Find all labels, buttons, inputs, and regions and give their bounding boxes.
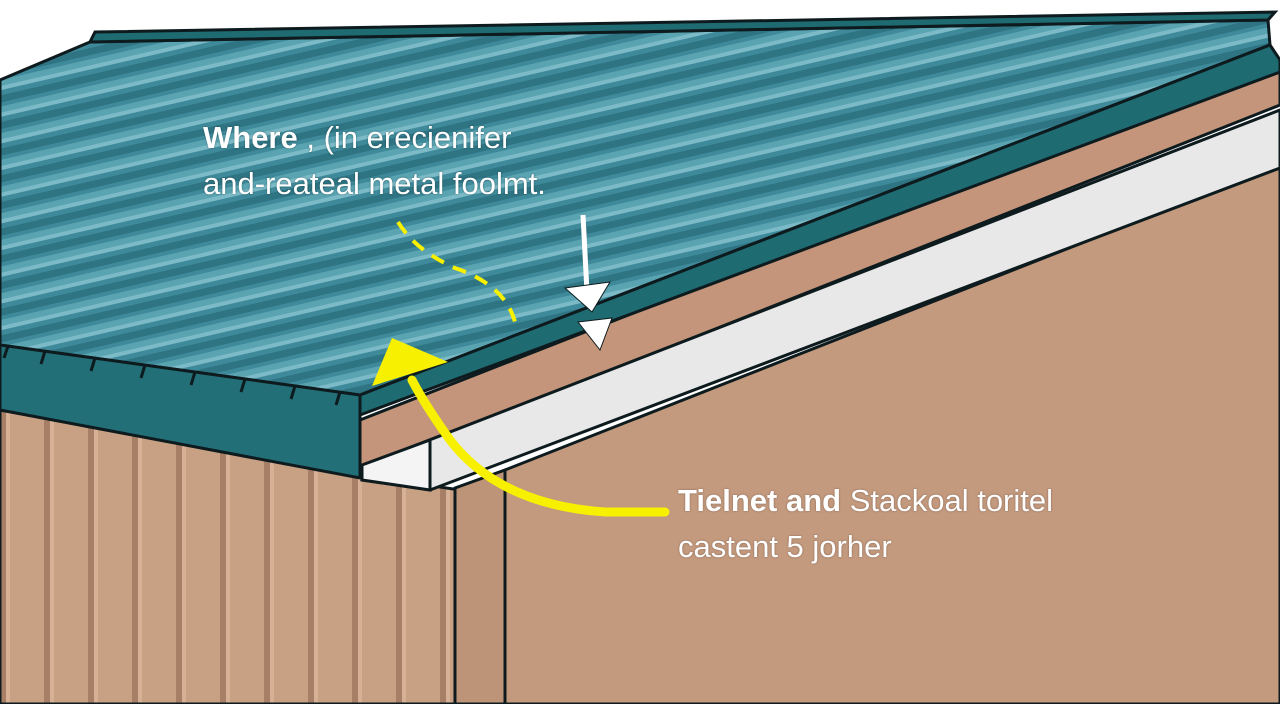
top-callout-line1-rest: , (in erecienifer [297, 120, 512, 155]
dashed-line-icon [396, 220, 517, 323]
top-callout-line1: Where , (in erecienifer [203, 115, 546, 161]
top-callout-line1-bold: Where [203, 120, 298, 155]
bottom-callout-line1-bold: Tielnet and [678, 483, 842, 518]
arrow-down-icon [563, 214, 613, 352]
top-callout: Where , (in erecienifer and-reateal meta… [203, 115, 546, 207]
curved-arrow-icon [372, 338, 670, 517]
drip-ticks [2, 345, 342, 406]
corner-post [453, 467, 507, 704]
bottom-callout-line1: Tielnet and Stackoal toritel [678, 478, 1053, 524]
top-callout-line2: and-reateal metal foolmt. [203, 166, 546, 201]
eave-trim [0, 343, 362, 480]
ridge-trim [87, 10, 1279, 44]
bottom-callout-line1-rest: Stackoal toritel [841, 483, 1054, 518]
bottom-callout-line2: castent 5 jorher [678, 529, 892, 564]
gutter-lip [360, 437, 432, 492]
bottom-callout: Tielnet and Stackoal toritel castent 5 j… [678, 478, 1053, 570]
